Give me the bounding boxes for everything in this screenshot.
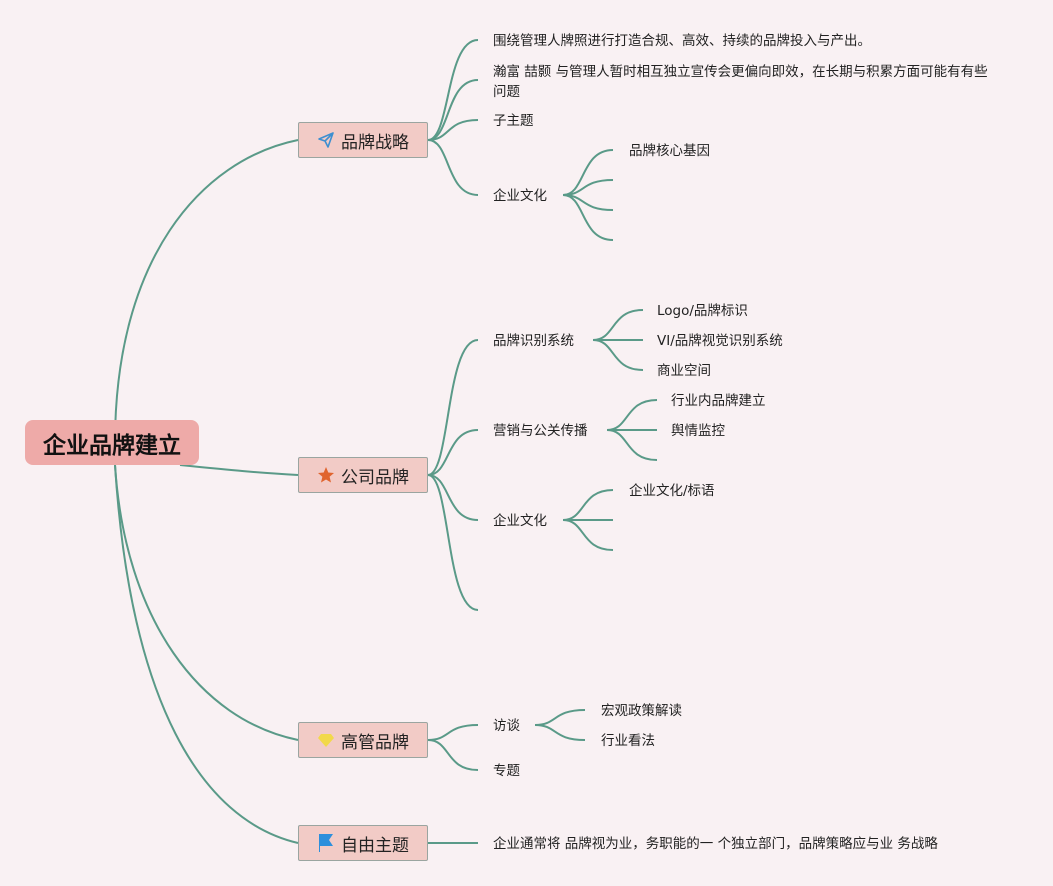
branch-label: 公司品牌	[341, 467, 409, 488]
connector-line	[427, 119, 479, 141]
branch-label: 自由主题	[341, 835, 409, 856]
paper-plane-icon	[317, 131, 335, 149]
branch-executive-brand[interactable]: 高管品牌	[298, 722, 428, 758]
connector-line	[427, 739, 479, 771]
topic-node[interactable]: 舆情监控	[671, 423, 725, 439]
connector-line	[427, 39, 479, 141]
connector-line	[114, 464, 299, 844]
branch-label: 品牌战略	[341, 132, 409, 153]
topic-node[interactable]: 专题	[493, 763, 520, 779]
connector-line	[427, 339, 479, 476]
connector-line	[427, 724, 479, 741]
star-icon	[317, 466, 335, 484]
topic-node[interactable]: VI/品牌视觉识别系统	[657, 333, 783, 349]
connector-line	[606, 399, 658, 431]
connector-line	[534, 724, 586, 741]
connector-line	[592, 309, 644, 341]
topic-node[interactable]: 企业文化	[493, 188, 547, 204]
connector-line	[179, 464, 299, 476]
topic-node[interactable]: 访谈	[493, 718, 520, 734]
topic-node[interactable]: 品牌识别系统	[493, 333, 574, 349]
connector-line	[427, 139, 479, 196]
connector-line	[114, 464, 299, 741]
topic-node[interactable]: 品牌核心基因	[629, 143, 710, 159]
topic-node[interactable]: 瀚富 喆颢 与管理人暂时相互独立宣传会更偏向即效，在长期与积累方面可能有有些问题	[493, 64, 988, 100]
topic-node[interactable]: 行业看法	[601, 733, 655, 749]
topic-node[interactable]: Logo/品牌标识	[657, 303, 748, 319]
connector-line	[562, 194, 614, 241]
root-topic[interactable]: 企业品牌建立	[25, 420, 199, 465]
branch-company-brand[interactable]: 公司品牌	[298, 457, 428, 493]
connector-line	[592, 339, 644, 371]
connector-line	[427, 429, 479, 476]
connector-line	[562, 149, 614, 196]
topic-node[interactable]: 企业文化/标语	[629, 483, 715, 499]
topic-node[interactable]: 围绕管理人牌照进行打造合规、高效、持续的品牌投入与产出。	[493, 33, 871, 49]
branch-brand-strategy[interactable]: 品牌战略	[298, 122, 428, 158]
topic-node[interactable]: 子主题	[493, 113, 534, 129]
diamond-icon	[317, 731, 335, 749]
branch-free-topic[interactable]: 自由主题	[298, 825, 428, 861]
connector-line	[534, 709, 586, 726]
connector-line	[427, 474, 479, 521]
topic-node[interactable]: 企业文化	[493, 513, 547, 529]
flag-icon	[317, 834, 335, 852]
branch-label: 高管品牌	[341, 732, 409, 753]
topic-node[interactable]: 行业内品牌建立	[671, 393, 766, 409]
connector-line	[562, 489, 614, 521]
topic-node[interactable]: 宏观政策解读	[601, 703, 682, 719]
connector-line	[114, 139, 299, 444]
topic-node[interactable]: 企业通常将 品牌视为业，务职能的一 个独立部门，品牌策略应与业 务战略	[493, 836, 938, 852]
topic-node[interactable]: 营销与公关传播	[493, 423, 588, 439]
connector-line	[427, 474, 479, 611]
connector-line	[606, 429, 658, 461]
connector-line	[427, 79, 479, 141]
connector-line	[562, 519, 614, 551]
topic-node[interactable]: 商业空间	[657, 363, 711, 379]
